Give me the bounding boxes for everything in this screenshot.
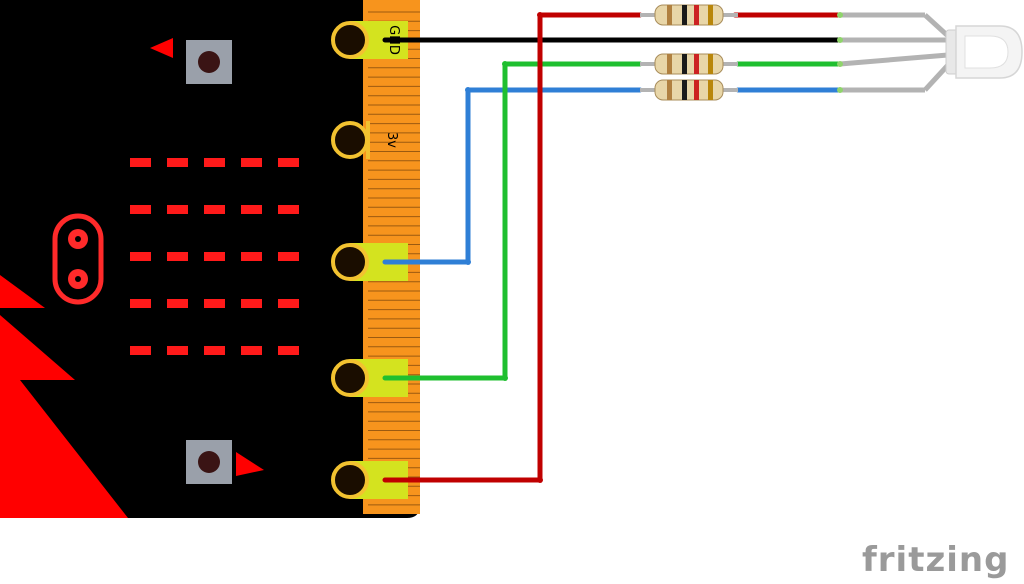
led-4-0 bbox=[130, 346, 151, 355]
wires bbox=[382, 12, 843, 483]
led-2-1 bbox=[167, 252, 188, 261]
wire-green[interactable] bbox=[382, 61, 643, 381]
pin-label-3v: 3v bbox=[384, 132, 399, 148]
touch-logo-icon bbox=[52, 213, 104, 305]
led-leg-green bbox=[839, 52, 949, 67]
led-1-1 bbox=[167, 205, 188, 214]
led-0-3 bbox=[241, 158, 262, 167]
button-b[interactable] bbox=[186, 440, 264, 484]
button-b-arrow-icon bbox=[236, 452, 264, 476]
led-2-3 bbox=[241, 252, 262, 261]
resistor-0 bbox=[640, 4, 738, 26]
led-0-1 bbox=[167, 158, 188, 167]
led-4-3 bbox=[241, 346, 262, 355]
led-0-4 bbox=[278, 158, 299, 167]
led-3-3 bbox=[241, 299, 262, 308]
led-1-2 bbox=[204, 205, 225, 214]
board-logo-mark-lower bbox=[0, 315, 128, 518]
resistor-1 bbox=[640, 53, 738, 75]
button-a[interactable] bbox=[150, 38, 232, 84]
led-4-1 bbox=[167, 346, 188, 355]
pin-pad-1[interactable]: 3v bbox=[331, 121, 399, 159]
resistors bbox=[640, 4, 738, 101]
led-2-0 bbox=[130, 252, 151, 261]
led-3-4 bbox=[278, 299, 299, 308]
led-4-2 bbox=[204, 346, 225, 355]
led-3-2 bbox=[204, 299, 225, 308]
pin-pad-3[interactable] bbox=[331, 359, 408, 397]
led-1-0 bbox=[130, 205, 151, 214]
led-body bbox=[945, 25, 1023, 79]
led-2-2 bbox=[204, 252, 225, 261]
led-1-4 bbox=[278, 205, 299, 214]
led-4-4 bbox=[278, 346, 299, 355]
board-logo-mark bbox=[0, 275, 45, 308]
led-0-0 bbox=[130, 158, 151, 167]
resistor-2 bbox=[640, 79, 738, 101]
rgb-led bbox=[837, 12, 1023, 93]
fritzing-watermark: fritzing bbox=[862, 540, 1009, 580]
button-a-arrow-icon bbox=[150, 38, 173, 58]
led-0-2 bbox=[204, 158, 225, 167]
led-matrix bbox=[130, 158, 299, 355]
led-1-3 bbox=[241, 205, 262, 214]
led-3-1 bbox=[167, 299, 188, 308]
wire-red[interactable] bbox=[382, 12, 643, 483]
led-3-0 bbox=[130, 299, 151, 308]
wire-blue[interactable] bbox=[382, 87, 643, 265]
led-2-4 bbox=[278, 252, 299, 261]
